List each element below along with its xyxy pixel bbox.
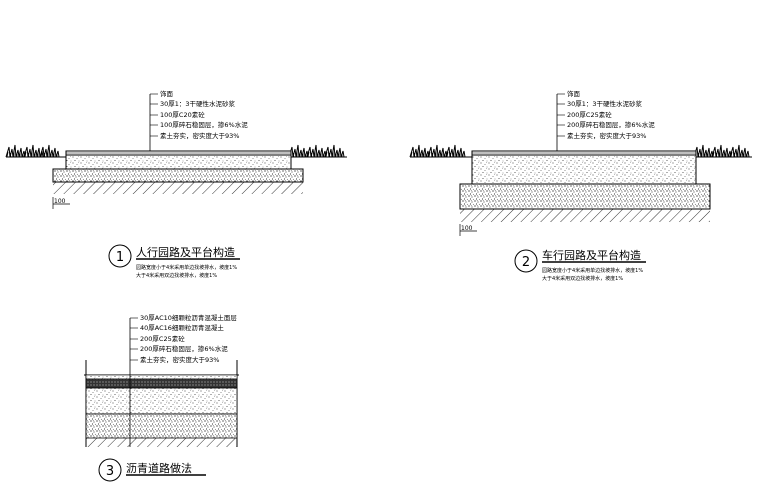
detail-number: 2 — [522, 255, 530, 270]
dimension-value: 100 — [54, 198, 66, 205]
dimension-2: 100 — [459, 224, 477, 236]
detail-1-title: 1 人行园路及平台构造 园路宽度小于4米采用单边找坡排水，坡度1% 大于4米采用… — [108, 244, 240, 279]
detail-note: 大于4米采用双边找坡排水，坡度1% — [542, 275, 623, 282]
dimension-1: 100 — [52, 197, 70, 209]
detail-title: 车行园路及平台构造 — [542, 248, 641, 262]
layer-label: 饰面 — [160, 89, 174, 98]
layer-label: 30厚1：3干硬性水泥砂浆 — [160, 99, 236, 108]
soil-layer-1 — [53, 182, 303, 194]
grass-right-2 — [693, 144, 750, 158]
layer-label: 素土夯实，密实度大于93% — [567, 131, 646, 140]
soil-layer-3 — [86, 438, 237, 447]
asphalt-base-layer — [85, 378, 238, 389]
layer-label: 200厚碎石稳固层，掺6%水泥 — [140, 344, 228, 353]
detail-title: 人行园路及平台构造 — [136, 245, 235, 259]
gravel-layer-1 — [52, 168, 304, 183]
layer-label: 100厚碎石稳固层，掺6%水泥 — [160, 120, 248, 129]
detail-2-title: 2 车行园路及平台构造 园路宽度小于4米采用单边找坡排水，坡度1% 大于4米采用… — [514, 248, 646, 282]
concrete-layer-1 — [65, 154, 292, 170]
detail-number-circle — [108, 244, 132, 268]
gravel-layer-3 — [85, 413, 238, 439]
detail-note: 大于4米采用双边找坡排水，坡度1% — [136, 272, 217, 279]
detail-2-section: 饰面 30厚1：3干硬性水泥砂浆 200厚C25素砼 200厚碎石稳固层，掺6%… — [409, 89, 752, 282]
detail-number-circle — [514, 249, 538, 273]
layer-label: 40厚AC16细颗粒沥青混凝土 — [140, 323, 224, 332]
detail-note: 园路宽度小于4米采用单边找坡排水，坡度1% — [542, 267, 643, 274]
layer-label: 30厚AC10细颗粒沥青混凝土面层 — [140, 313, 237, 322]
detail-note: 园路宽度小于4米采用单边找坡排水，坡度1% — [136, 264, 237, 271]
layer-label: 素土夯实，密实度大于93% — [140, 355, 219, 364]
layer-label: 素土夯实，密实度大于93% — [160, 131, 239, 140]
concrete-layer-2 — [471, 154, 697, 185]
detail-number: 3 — [106, 464, 114, 479]
gravel-layer-2 — [459, 183, 711, 210]
detail-title: 沥青道路做法 — [126, 461, 192, 475]
dimension-value: 100 — [461, 225, 473, 232]
detail-number: 1 — [116, 250, 124, 265]
detail-3-section: 30厚AC10细颗粒沥青混凝土面层 40厚AC16细颗粒沥青混凝土 200厚C2… — [84, 313, 239, 482]
asphalt-surface-layer — [85, 374, 238, 380]
layer-label: 200厚碎石稳固层，掺6%水泥 — [567, 120, 655, 129]
layer-label: 30厚1：3干硬性水泥砂浆 — [567, 99, 643, 108]
concrete-layer-3 — [85, 387, 238, 415]
layer-label: 200厚C25素砼 — [567, 110, 612, 119]
grass-left-1 — [5, 144, 60, 158]
grass-left-2 — [409, 144, 466, 158]
grass-right-1 — [288, 144, 345, 158]
layer-label: 100厚C20素砼 — [160, 110, 205, 119]
detail-1-section: 饰面 30厚1：3干硬性水泥砂浆 100厚C20素砼 100厚碎石稳固层，掺6%… — [5, 89, 347, 279]
detail-number-circle — [98, 458, 122, 482]
soil-layer-2 — [460, 209, 710, 222]
detail-3-title: 3 沥青道路做法 — [98, 458, 206, 482]
layer-label: 200厚C25素砼 — [140, 334, 185, 343]
layer-label: 饰面 — [567, 89, 581, 98]
